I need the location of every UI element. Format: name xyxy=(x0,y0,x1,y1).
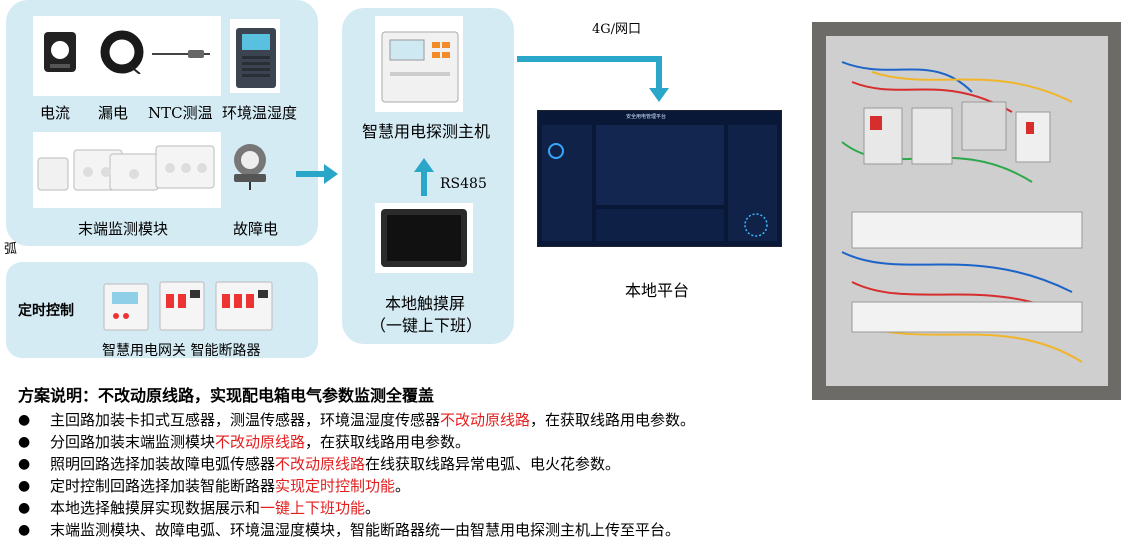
platform-table-area xyxy=(596,209,724,241)
label-ntc: NTC测温 xyxy=(148,104,213,122)
arrow-network-vertical xyxy=(656,56,662,90)
label-rs485: RS485 xyxy=(440,176,487,192)
bullet-item: 定时控制回路选择加装智能断路器实现定时控制功能。 xyxy=(18,475,1018,497)
label-current: 电流 xyxy=(40,104,71,122)
arrow-to-host-head xyxy=(324,164,338,184)
label-gateway-breaker: 智慧用电网关 智能断路器 xyxy=(102,343,261,359)
bullet-item: 照明回路选择加装故障电弧传感器不改动原线路在线获取线路异常电弧、电火花参数。 xyxy=(18,453,1018,475)
label-arc-fault-2: 弧 xyxy=(4,242,18,257)
platform-dashboard-screenshot: 安全用电管理平台 xyxy=(537,110,782,247)
arrow-up-shaft xyxy=(421,170,427,196)
platform-right-widgets xyxy=(728,125,777,241)
label-touchscreen: 本地触摸屏 xyxy=(385,294,466,313)
ntc-probe-icon xyxy=(150,44,212,68)
description-section: 方案说明：不改动原线路，实现配电箱电气参数监测全覆盖 主回路加装卡扣式互感器，测… xyxy=(18,382,1018,541)
smart-breaker-icon-1 xyxy=(158,280,206,336)
bullet-item: 分回路加装末端监测模块不改动原线路，在获取线路用电参数。 xyxy=(18,431,1018,453)
bullet-item: 末端监测模块、故障电弧、环境温湿度模块，智能断路器统一由智慧用电探测主机上传至平… xyxy=(18,519,1018,541)
current-transformer-icon xyxy=(42,30,78,78)
arrow-network-horizontal xyxy=(517,56,662,62)
platform-map-area xyxy=(596,125,724,205)
bullet-item: 主回路加装卡扣式互感器，测温传感器，环境温湿度传感器不改动原线路，在获取线路用电… xyxy=(18,409,1018,431)
label-platform: 本地平台 xyxy=(625,281,690,300)
platform-gauge-icon xyxy=(548,143,564,159)
description-bullet-list: 主回路加装卡扣式互感器，测温传感器，环境温湿度传感器不改动原线路，在获取线路用电… xyxy=(18,409,1018,541)
label-touchscreen-sub: （一键上下班） xyxy=(370,316,483,335)
platform-screen-title: 安全用电管理平台 xyxy=(626,114,667,120)
leakage-sensor-icon xyxy=(100,30,144,78)
arc-fault-sensor-icon xyxy=(228,140,272,196)
touchscreen-icon xyxy=(379,207,469,273)
wiring-illustration xyxy=(841,61,1083,363)
host-device-icon xyxy=(380,24,460,112)
label-network: 4G/网口 xyxy=(592,22,642,37)
arrow-to-host xyxy=(296,171,326,177)
label-terminal-module: 末端监测模块 xyxy=(78,220,169,238)
platform-radar-icon xyxy=(744,213,768,237)
smart-breaker-icon-2 xyxy=(214,280,274,336)
description-title: 方案说明：不改动原线路，实现配电箱电气参数监测全覆盖 xyxy=(18,386,435,405)
platform-left-widgets xyxy=(542,125,592,241)
terminal-module-icon xyxy=(36,144,218,204)
smart-gateway-icon xyxy=(102,282,150,336)
label-host: 智慧用电探测主机 xyxy=(362,122,491,141)
label-arc-fault: 故障电 xyxy=(233,220,279,238)
bullet-item: 本地选择触摸屏实现数据展示和一键上下班功能。 xyxy=(18,497,1018,519)
label-timer-control: 定时控制 xyxy=(18,303,74,319)
distribution-box-photo xyxy=(812,22,1121,400)
arrow-network-head xyxy=(649,88,669,102)
label-leakage: 漏电 xyxy=(98,104,129,122)
label-env: 环境温湿度 xyxy=(222,104,298,122)
arrow-up-head xyxy=(414,158,434,172)
env-humidity-sensor-icon xyxy=(234,24,278,94)
